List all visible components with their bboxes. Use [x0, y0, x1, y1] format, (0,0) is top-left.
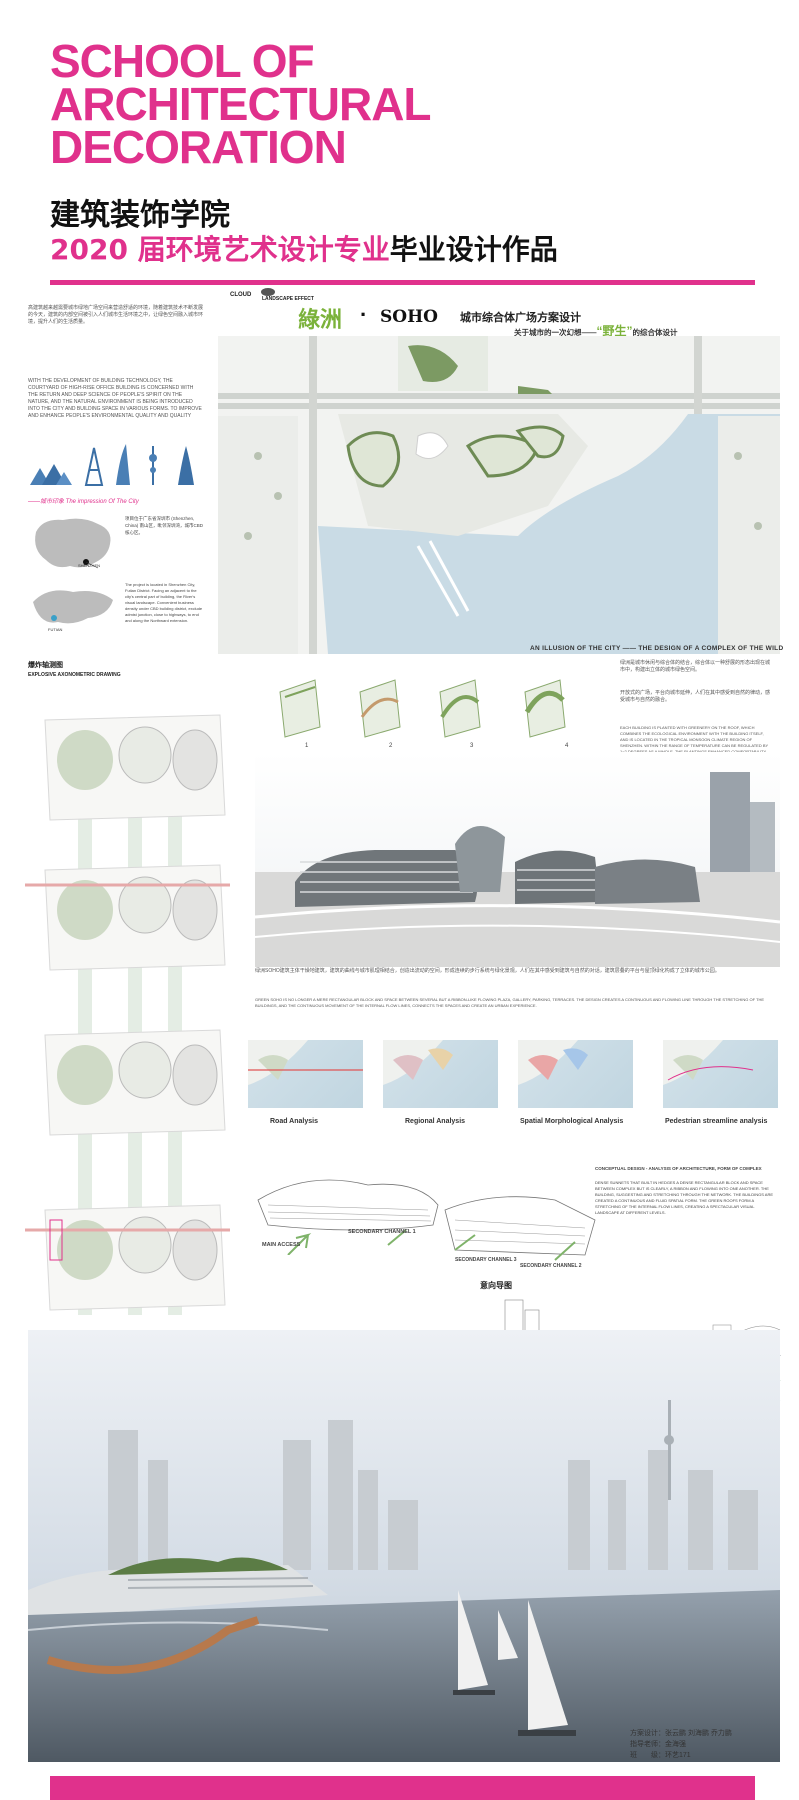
- project-title-soho: SOHO: [380, 307, 438, 327]
- concept-sketch-1: [257, 1179, 439, 1255]
- layer-1: [44, 714, 226, 821]
- sailboats: [458, 1590, 568, 1730]
- layer-3: [44, 1029, 226, 1136]
- subtitle-year: 2020: [50, 233, 128, 266]
- subtitle-work: 毕业设计作品: [389, 233, 558, 266]
- step-label-2: 2: [389, 743, 393, 749]
- district-map: [33, 590, 113, 624]
- secondary-channel-2-label: Secondary Channel 2: [520, 1263, 582, 1269]
- spatial-analysis-diagram: [518, 1040, 633, 1108]
- title-dot: ·: [360, 302, 368, 327]
- concept-cn-para-1: 绿洲是城市休闲与综合体的结合，综合体以一种舒展的形态出现在城市中，构建出立体的城…: [620, 660, 771, 673]
- cloud-label: CLOUD: [230, 292, 252, 298]
- step-label-1: 1: [305, 743, 309, 749]
- concept-en-para: Each building is planted with greenery o…: [620, 725, 769, 754]
- main-access-label: Main access: [262, 1242, 301, 1248]
- project-title-main: 綠洲: [298, 307, 343, 333]
- china-map: [35, 518, 111, 569]
- analysis-label-road: Road Analysis: [270, 1118, 318, 1125]
- intro-en-paragraph: With the development of building technol…: [28, 378, 202, 419]
- landscape-effect-label: LANDSCAPE EFFECT: [262, 296, 314, 302]
- analysis-label-regional: Regional Analysis: [405, 1118, 466, 1125]
- mid-cn-paragraph: 绿洲SOHO建筑主体干燥地建筑，建筑的曲线与城市肌理相结合，创造出流动的空间，形…: [255, 968, 720, 974]
- layer-2: [25, 864, 230, 971]
- credit-advisor: 指导老师：金海强: [630, 1741, 686, 1748]
- school-line-2: ARCHITECTURAL: [50, 78, 432, 130]
- step-1: [279, 679, 321, 738]
- design-step-diagrams: [279, 679, 566, 738]
- tagline-pre: 关于城市的一次幻想——: [514, 328, 597, 337]
- regional-analysis-diagram: [383, 1040, 498, 1108]
- city-impression-label: ——城市印象 The impression Of The City: [28, 499, 139, 505]
- explosive-title-cn: 爆炸轴测图: [28, 662, 63, 669]
- explosive-title-en: Explosive axonometric drawing: [28, 672, 121, 678]
- graduation-subtitle: 2020 届环境艺术设计专业毕业设计作品: [50, 228, 558, 268]
- landmark-skyline-icons: [30, 444, 194, 486]
- school-line-1: SCHOOL OF: [50, 35, 315, 87]
- college-name: 建筑装饰学院: [50, 198, 230, 233]
- illusion-caption: An illusion of the city —— The design of…: [530, 645, 784, 652]
- tagline-wild: “野生”: [596, 324, 633, 338]
- step-2: [359, 679, 401, 738]
- cloud-logo-icon: [261, 288, 275, 296]
- step-label-3: 3: [470, 743, 474, 749]
- step-3: [439, 679, 481, 738]
- credits: 方案设计：张云鹏 刘海鹏 乔力鹏 指导老师：金海强 班 级：环艺171: [630, 1728, 732, 1761]
- secondary-channel-3-label: Secondary Channel 3: [455, 1257, 517, 1263]
- road-analysis-diagram: [248, 1040, 363, 1108]
- project-title-sub: 城市综合体广场方案设计: [460, 312, 581, 324]
- concept-sketch-2: [444, 1196, 596, 1261]
- concept-title: Conceptual design - Analysis of architec…: [595, 1166, 762, 1171]
- explosive-axonometric-drawing: [25, 714, 230, 1315]
- futian-label: FUTIAN: [48, 627, 63, 632]
- mid-en-paragraph: Green SOHO is no longer a mere rectangul…: [255, 997, 765, 1008]
- location-en-text: The project is located in Shenzhen City,…: [125, 582, 203, 623]
- master-plan: [218, 336, 780, 654]
- waterfront-rendering: [28, 1330, 780, 1762]
- pedestrian-analysis-diagram: [663, 1040, 778, 1108]
- credit-designers: 方案设计：张云鹏 刘海鹏 乔力鹏: [630, 1730, 732, 1737]
- analysis-label-pedestrian: Pedestrian streamline analysis: [665, 1118, 768, 1125]
- step-4: [524, 679, 566, 738]
- intro-cn-paragraph: 高建筑越来越需要城市绿地广场空间来营造舒适的环境，随着建筑技术不断发展的今天，建…: [28, 305, 204, 325]
- tagline-post: 的综合体设计: [632, 328, 678, 337]
- step-label-4: 4: [565, 743, 569, 749]
- project-tagline: 关于城市的一次幻想——“野生”的综合体设计: [514, 322, 678, 339]
- building-rendering: [255, 752, 780, 967]
- layer-4: [25, 1204, 230, 1311]
- school-title: SCHOOL OF ARCHITECTURAL DECORATION: [50, 35, 470, 173]
- location-cn-text: 项目位于广东省深圳市 (Shenzhen, China) 南山区，毗邻深圳湾，城…: [125, 516, 204, 535]
- concept-paragraph: Dense sunnets that built in hedges a den…: [595, 1180, 774, 1215]
- concept-cn-para-2: 开放式的广场，平台向城市延伸，人们在其中感受到自然的律动，感受城市与自然的融合。: [620, 690, 771, 703]
- intent-map-title: 意向导图: [480, 1281, 512, 1290]
- master-plan-drawing: [218, 336, 780, 654]
- subtitle-major: 届环境艺术设计专业: [137, 233, 390, 266]
- footer-rule: [50, 1776, 755, 1800]
- header-rule: [50, 280, 755, 285]
- credit-class: 班 级：环艺171: [630, 1752, 691, 1759]
- analysis-label-spatial: Spatial Morphological Analysis: [520, 1118, 624, 1125]
- secondary-channel-1-label: Secondary Channel 1: [348, 1229, 416, 1235]
- shenzhen-label: SHENZHEN: [78, 563, 101, 568]
- school-line-3: DECORATION: [50, 121, 347, 173]
